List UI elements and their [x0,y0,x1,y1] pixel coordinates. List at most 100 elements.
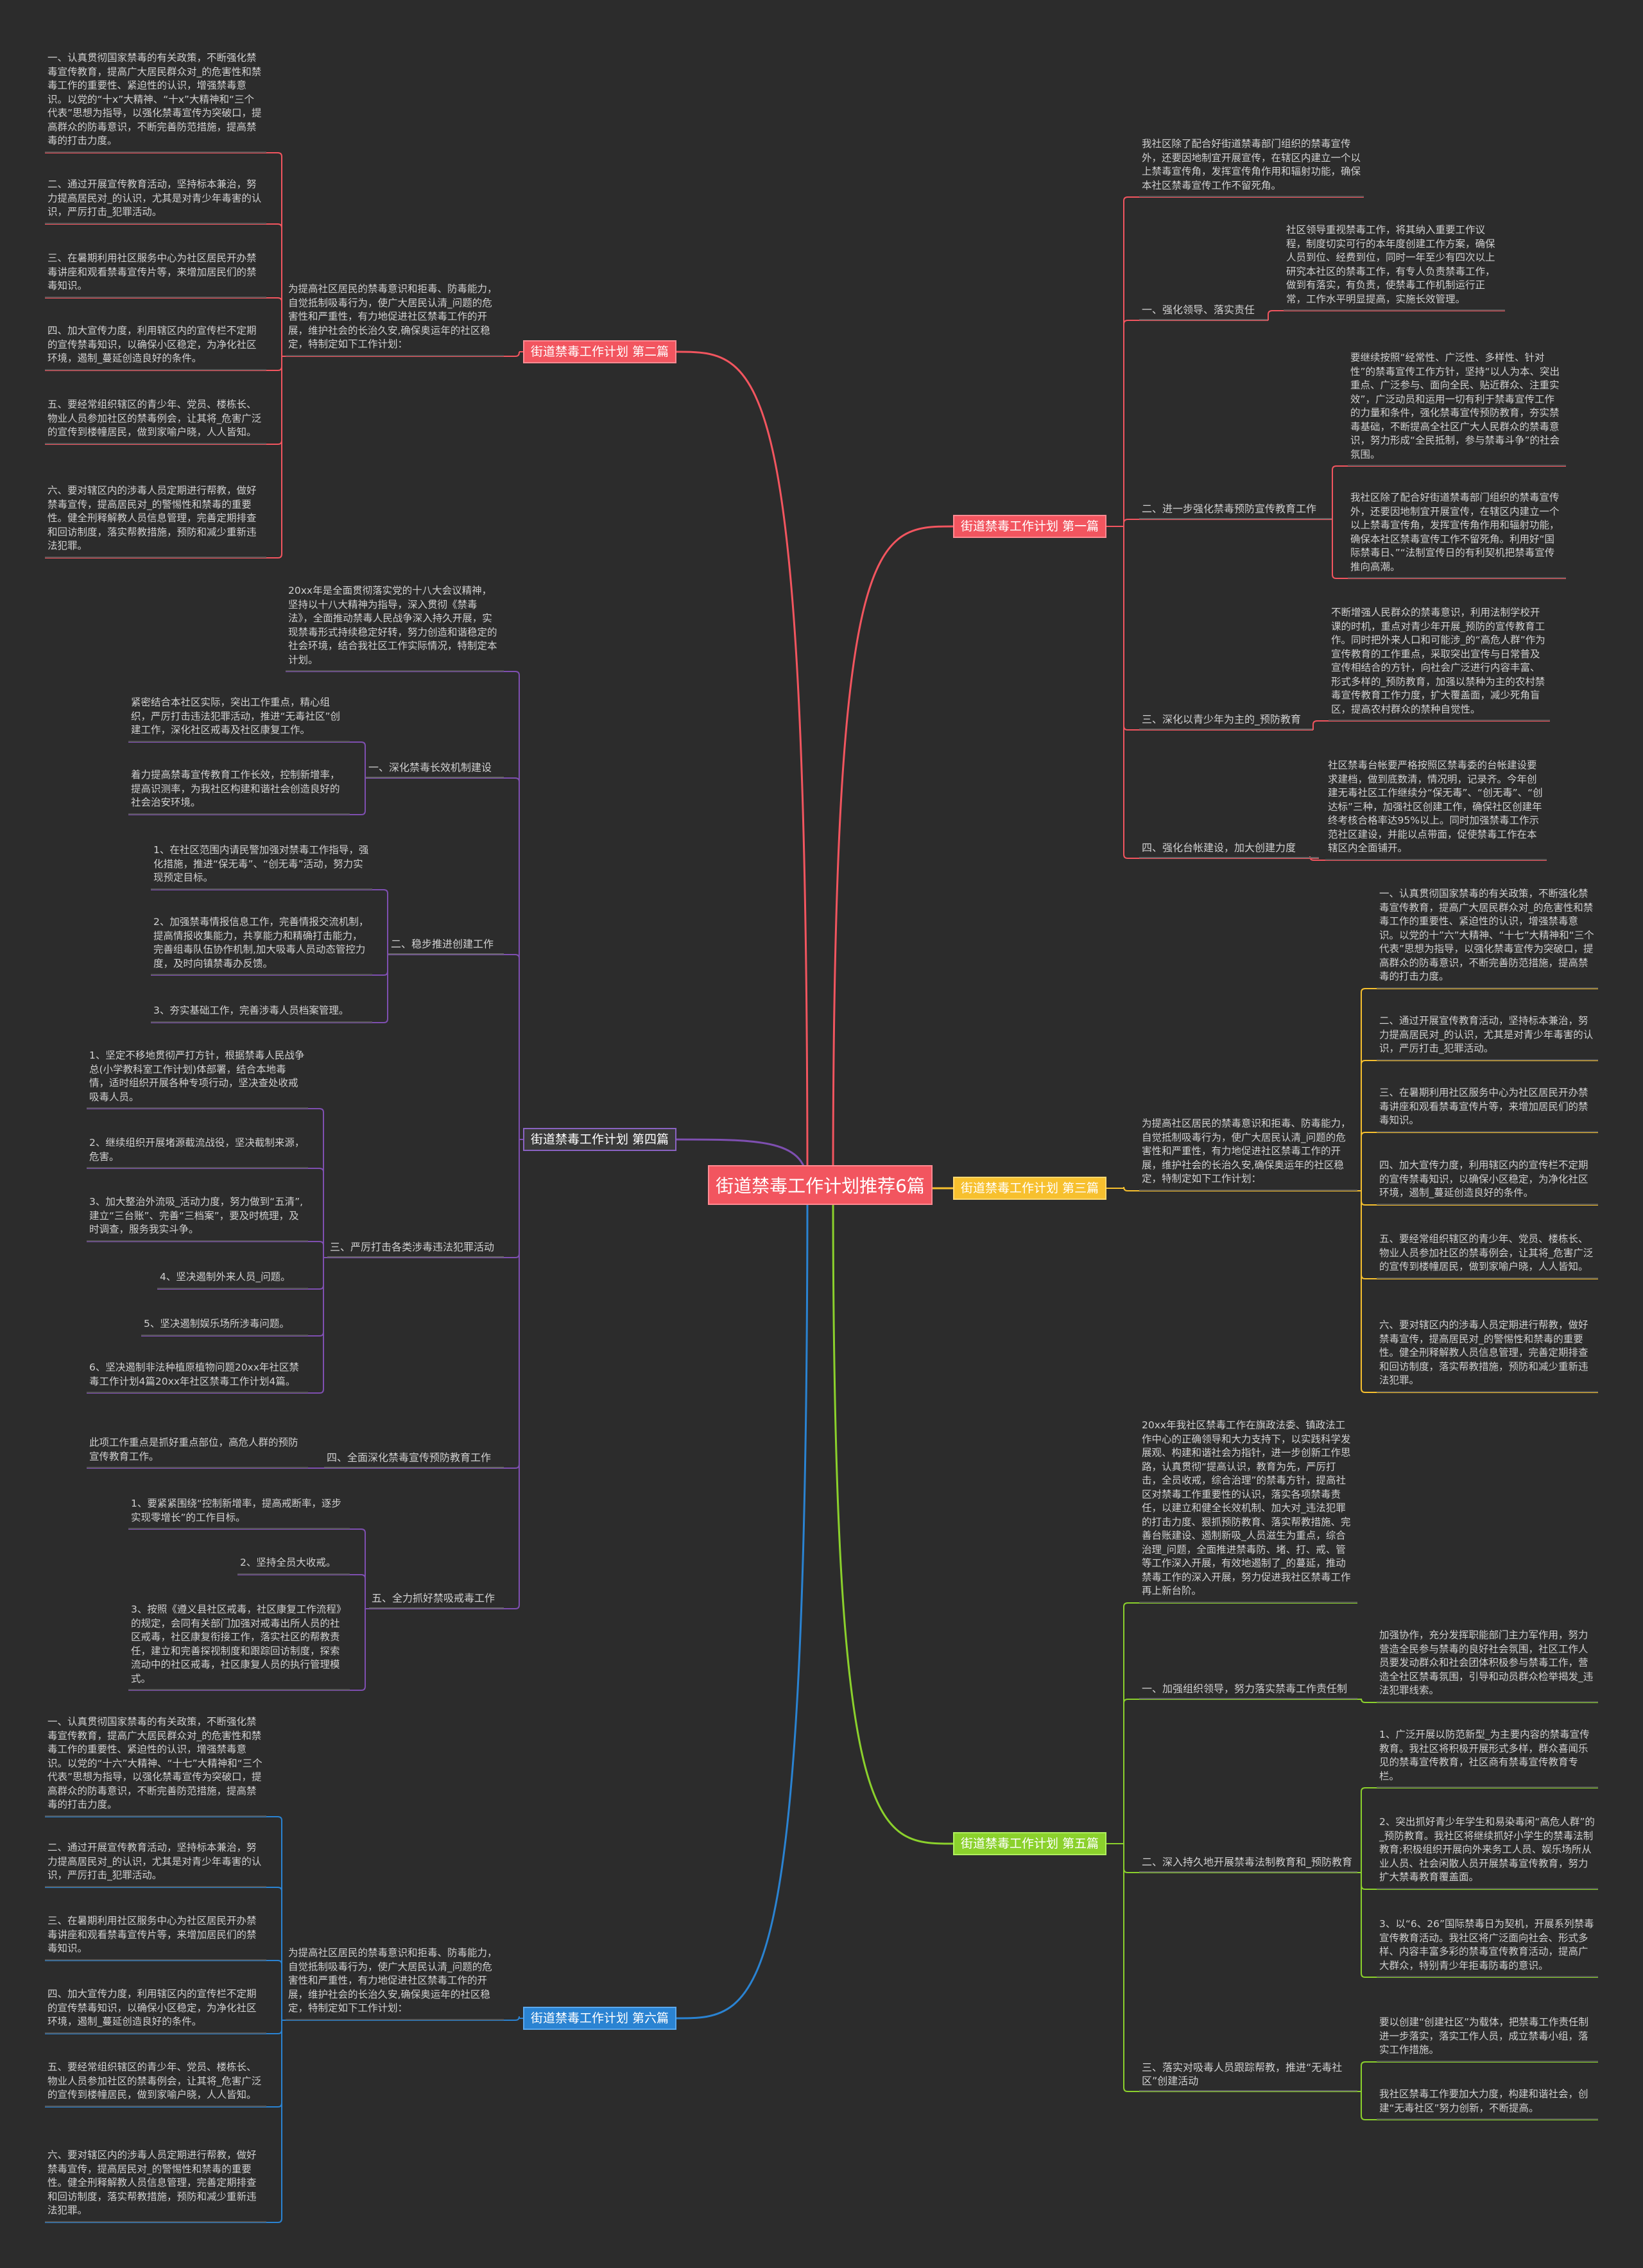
b5-sub-1[interactable]: 一、加强组织领导，努力落实禁毒工作责任制 [1139,1681,1357,1699]
b3i-link-5 [1361,1191,1377,1279]
b1-sub-2[interactable]: 二、进一步强化禁毒预防宣传教育工作 [1139,501,1332,519]
b6-item-5: 五、要经常组织辖区的青少年、党员、楼栋长、物业人员参加社区的禁毒例会，让其将_危… [45,2059,266,2107]
b4-sub-3[interactable]: 三、严厉打击各类涉毒违法犯罪活动 [327,1239,504,1258]
b3-item-2: 二、通过开展宣传教育活动，坚持标本兼治，努力提高居民对_的认识，尤其是对青少年毒… [1377,1013,1598,1060]
b6i-link-2 [266,1887,282,2020]
b5-sub-3[interactable]: 三、落实对吸毒人员跟踪帮教，推进“无毒社区”创建活动 [1139,2059,1357,2091]
b4s2-link-1 [372,889,388,955]
b3i-link-2 [1361,1060,1377,1191]
b3i-link-4 [1361,1191,1377,1206]
b4-link-2 [504,777,520,1139]
b6i-link-4 [266,2020,282,2034]
b3-link-1 [1123,1186,1139,1191]
b3i-link-6 [1361,1191,1377,1393]
b5-sub-3-text-1: 要以创建“创建社区”为载体，把禁毒工作责任制进一步落实，落实工作人员，成立禁毒小… [1377,2014,1598,2062]
b4-sub-2[interactable]: 二、稳步推进创建工作 [388,936,504,955]
b4-sub-3-text-6: 6、坚决遏制非法种植原植物问题20xx年社区禁毒工作计划4篇20xx年社区禁毒工… [87,1360,308,1393]
b6-intro: 为提高社区居民的禁毒意识和拒毒、防毒能力，自觉抵制吸毒行为，使广大居民认清_问题… [286,1945,504,2020]
b4s5-link-1 [350,1528,366,1609]
b4-sub-2-text-3: 3、夯实基础工作，完善涉毒人员档案管理。 [151,1003,372,1023]
b4-sub-4-text: 此项工作重点是抓好重点部位，高危人群的预防宣传教育工作。 [87,1435,308,1468]
b4-link-5 [504,1139,520,1469]
b4s3-link-4 [308,1258,324,1290]
b2i-link-4 [266,356,282,371]
b1-sub-3-text: 不断增强人民群众的禁毒意识，利用法制学校开课的时机，重点对青少年开展_预防的宣传… [1329,605,1550,721]
branch-2-node[interactable]: 街道禁毒工作计划 第二篇 [523,340,677,363]
b6-item-1: 一、认真贯彻国家禁毒的有关政策，不断强化禁毒宣传教育，提高广大居民群众对_的危害… [45,1714,266,1817]
b5-sub-2-text-3: 3、以“6、26”国际禁毒日为契机，开展系列禁毒 宣传教育活动。我社区将广泛面向… [1377,1916,1598,1977]
b1s3-link-1 [1312,720,1329,730]
b2-item-2: 二、通过开展宣传教育活动，坚持标本兼治，努力提高居民对_的认识，尤其是对青少年毒… [45,177,266,224]
b4s3-link-3 [308,1241,324,1258]
b1-link-4 [1123,526,1139,731]
b5s3-link-2 [1361,2091,1377,2120]
b5-link-3 [1123,1844,1139,1873]
b4-sub-4[interactable]: 四、全面深化禁毒宣传预防教育工作 [324,1450,504,1468]
b4-link-4 [504,1139,520,1258]
b2i-link-2 [266,223,282,356]
b4-sub-2-text-2: 2、加强禁毒情报信息工作，完善情报交流机制，提高情报收集能力，共享能力和精确打击… [151,914,372,975]
b5s1-link-1 [1361,1698,1377,1703]
b5s3-link-1 [1361,2061,1377,2091]
b2-item-5: 五、要经常组织辖区的青少年、党员、楼栋长、物业人员参加社区的禁毒例会，让其将_危… [45,397,266,444]
b5-link-2 [1123,1699,1139,1844]
branch-6-node[interactable]: 街道禁毒工作计划 第六篇 [523,2007,677,2030]
b1-link-3 [1123,519,1139,526]
b1-sub-4-text: 社区禁毒台帐要严格按照区禁毒委的台帐建设要求建档，做到底数清，情况明，记录齐。今… [1325,757,1547,860]
b4-sub-3-text-5: 5、坚决遏制娱乐场所涉毒问题。 [141,1316,308,1336]
b6-item-3: 三、在暑期利用社区服务中心为社区居民开办禁毒讲座和观看禁毒宣传片等，来增加居民们… [45,1913,266,1961]
b6i-link-1 [266,1816,282,2020]
b4s2-link-2 [372,955,388,976]
b3-item-5: 五、要经常组织辖区的青少年、党员、楼栋长、物业人员参加社区的禁毒例会，让其将_危… [1377,1231,1598,1279]
b4-sub-5-text-1: 1、要紧紧围绕“控制新增率，提高戒断率，逐步实现零增长”的工作目标。 [128,1496,350,1529]
b4-sub-3-text-4: 4、坚决遏制外来人员_问题。 [157,1269,308,1289]
b6-item-4: 四、加大宣传力度，利用辖区内的宣传栏不定期的宣传禁毒知识，以确保小区稳定，为净化… [45,1986,266,2034]
b4s5-link-3 [350,1609,366,1691]
b4-sub-1-text-2: 着力提高禁毒宣传教育工作长效，控制新增率，提高识测率，为我社区构建和谐社会创造良… [128,767,350,815]
b4s3-link-2 [308,1168,324,1258]
b3-item-1: 一、认真贯彻国家禁毒的有关政策，不断强化禁毒宣传教育，提高广大居民群众对_的危害… [1377,886,1598,989]
b5-sub-3-text-2: 我社区禁毒工作要加大力度，构建和谐社会，创建“无毒社区”努力创新，不断提高。 [1377,2086,1598,2120]
b5-link-4 [1123,1844,1139,2092]
b5-sub-2[interactable]: 二、深入持久地开展禁毒法制教育和_预防教育 [1139,1854,1357,1873]
branch-1-node[interactable]: 街道禁毒工作计划 第一篇 [953,515,1107,538]
b1-intro: 我社区除了配合好街道禁毒部门组织的禁毒宣传外，还要因地制宜开展宣传，在辖区内建立… [1139,136,1364,197]
b5-intro: 20xx年我社区禁毒工作在旗政法委、镇政法工作中心的正确领导和大力支持下，以实践… [1139,1417,1357,1603]
b5s2-link-2 [1361,1873,1377,1890]
b4-sub-3-text-2: 2、继续组织开展堵源截流战役，坚决截制来源，危害。 [87,1135,308,1168]
b1-sub-1[interactable]: 一、强化领导、落实责任 [1139,302,1268,320]
branch-3-node[interactable]: 街道禁毒工作计划 第三篇 [953,1177,1107,1200]
b4-sub-1[interactable]: 一、深化禁毒长效机制建设 [366,759,504,778]
b4-sub-1-text-1: 紧密结合本社区实际，突出工作重点，精心组织，严厉打击违法犯罪活动，推进“无毒社区… [128,695,350,742]
b4s3-link-6 [308,1258,324,1394]
b1-sub-4[interactable]: 四、强化台帐建设，加大创建力度 [1139,840,1319,858]
b1-sub-3[interactable]: 三、深化以青少年为主的_预防教育 [1139,711,1312,730]
b4-sub-3-text-3: 3、加大整治外流吸_活动力度，努力做到“五清”,建立“三台账”、完善“三档案”，… [87,1194,308,1242]
b1-link-2 [1123,320,1139,526]
root-link-6 [676,1184,809,2020]
b5s2-link-1 [1361,1787,1377,1873]
b4-sub-5-text-3: 3、按照《遵义县社区戒毒，社区康复工作流程》的规定，会同有关部门加强对戒毒出所人… [128,1602,350,1690]
b4-sub-3-text-1: 1、坚定不移地贯彻严打方针，根据禁毒人民战争总(小学教科室工作计划)体部署，结合… [87,1048,308,1109]
b4s1-link-2 [350,778,366,815]
b4-sub-5-text-2: 2、坚持全员大收戒。 [237,1555,350,1575]
b4-intro: 20xx年是全面贯彻落实党的十八大会议精神，坚持以十八大精神为指导，深入贯彻《禁… [286,583,504,671]
b2-item-1: 一、认真贯彻国家禁毒的有关政策，不断强化禁毒宣传教育，提高广大居民群众对_的危害… [45,50,266,153]
b1s1-link-1 [1268,310,1284,320]
b6-item-2: 二、通过开展宣传教育活动，坚持标本兼治，努力提高居民对_的认识，尤其是对青少年毒… [45,1840,266,1887]
b5-sub-1-text: 加强协作，充分发挥职能部门主力军作用，努力营造全民参与禁毒的良好社会氛围，社区工… [1377,1627,1598,1702]
b1-sub-2-text-1: 要继续按照“经常性、广泛性、多样性、针对性”的禁毒宣传工作方针，坚持“以人为本、… [1348,350,1566,466]
b6i-link-3 [266,1960,282,2020]
b4-sub-5[interactable]: 五、全力抓好禁吸戒毒工作 [369,1590,504,1609]
branch-4-node[interactable]: 街道禁毒工作计划 第四篇 [523,1128,677,1151]
b2-item-4: 四、加大宣传力度，利用辖区内的宣传栏不定期的宣传禁毒知识，以确保小区稳定，为净化… [45,323,266,370]
root-node[interactable]: 街道禁毒工作计划推荐6篇 [708,1165,933,1205]
branch-5-node[interactable]: 街道禁毒工作计划 第五篇 [953,1832,1107,1855]
b3i-link-3 [1361,1132,1377,1191]
b1-sub-2-text-2: 我社区除了配合好街道禁毒部门组织的禁毒宣传外，还要因地制宜开展宣传，在辖区内建立… [1348,490,1566,578]
b5-sub-2-text-2: 2、突出抓好青少年学生和易染毒闲“高危人群”的_预防教育。我社区将继续抓好小学生… [1377,1814,1598,1889]
root-link-1 [832,525,954,1186]
b1-sub-1-text: 社区领导重视禁毒工作，将其纳入重要工作议程，制度切实可行的本年度创建工作方案，确… [1284,222,1505,311]
b2i-link-6 [266,356,282,558]
b5-sub-2-text-1: 1、广泛开展以防范新型_为主要内容的禁毒宣传教育。我社区将积极开展形式多样，群众… [1377,1727,1598,1788]
